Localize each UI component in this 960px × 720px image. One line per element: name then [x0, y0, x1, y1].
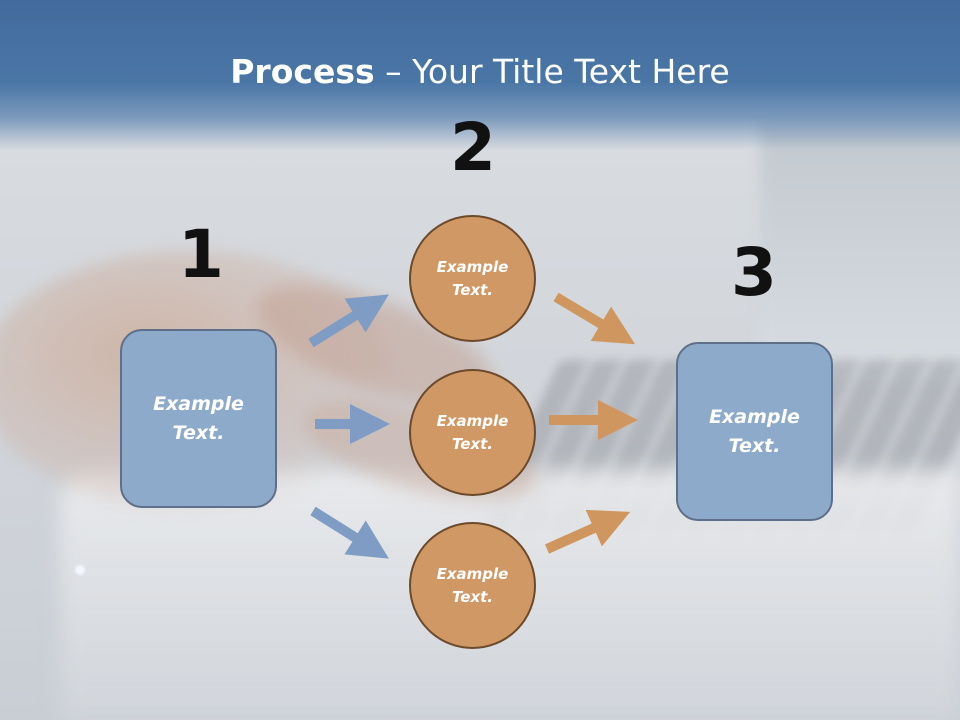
step-3-text: Example Text.: [709, 405, 800, 457]
step-2-circle-top[interactable]: Example Text.: [409, 215, 536, 342]
title-rest: – Your Title Text Here: [374, 52, 730, 91]
title-bold: Process: [230, 52, 375, 91]
background-screen: [760, 120, 960, 380]
arrow-bottom-to-right: [544, 509, 631, 554]
step-2-circle-bottom[interactable]: Example Text.: [409, 522, 536, 649]
step-number-3[interactable]: 3: [731, 234, 777, 311]
arrow-left-to-top: [308, 294, 389, 348]
step-2-circle-middle[interactable]: Example Text.: [409, 369, 536, 496]
arrow-top-to-right: [553, 292, 636, 345]
circle-bottom-text: Example Text.: [436, 564, 509, 606]
step-number-1[interactable]: 1: [178, 216, 224, 293]
circle-middle-text: Example Text.: [436, 411, 509, 453]
step-1-box[interactable]: Example Text.: [120, 329, 277, 508]
arrow-left-to-bottom: [310, 506, 389, 559]
step-1-text: Example Text.: [153, 392, 244, 444]
circle-top-text: Example Text.: [436, 257, 509, 299]
step-3-box[interactable]: Example Text.: [676, 342, 833, 521]
header-band: [0, 0, 960, 150]
background-light-dot: [75, 565, 85, 575]
step-number-2[interactable]: 2: [450, 109, 496, 186]
slide-title[interactable]: Process – Your Title Text Here: [0, 52, 960, 91]
